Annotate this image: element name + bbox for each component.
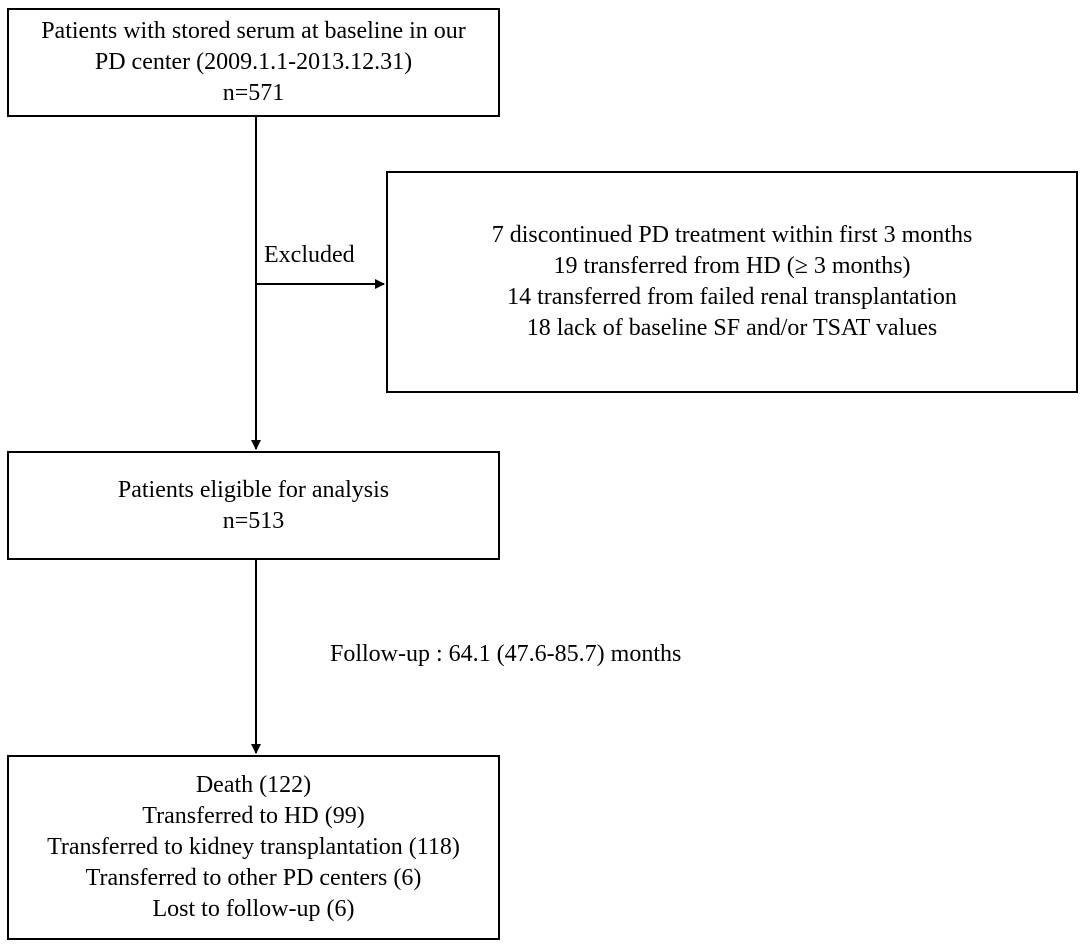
- box-text-line: Transferred to other PD centers (6): [85, 865, 422, 891]
- box-text-line: Patients with stored serum at baseline i…: [41, 18, 466, 44]
- excluded-label: Excluded: [264, 242, 355, 268]
- box-text-line: 14 transferred from failed renal transpl…: [507, 284, 957, 310]
- box-text-line: 18 lack of baseline SF and/or TSAT value…: [526, 315, 938, 341]
- box-text-line: Patients eligible for analysis: [117, 476, 390, 503]
- box-text-line: Lost to follow-up (6): [152, 896, 355, 922]
- box-text-line: 7 discontinued PD treatment within first…: [491, 222, 973, 248]
- box-text-line: PD center (2009.1.1-2013.12.31): [94, 49, 413, 75]
- followup-label: Follow-up : 64.1 (47.6-85.7) months: [330, 641, 682, 667]
- box-baseline-patients: Patients with stored serum at baseline i…: [7, 8, 500, 117]
- box-excluded-patients: 7 discontinued PD treatment within first…: [386, 171, 1078, 393]
- box-eligible-patients: Patients eligible for analysis n=513: [7, 451, 500, 560]
- box-text-line: Transferred to HD (99): [142, 803, 365, 829]
- box-text-line: Transferred to kidney transplantation (1…: [47, 834, 460, 860]
- box-text-line: Death (122): [195, 772, 312, 798]
- box-text-line: n=513: [222, 507, 285, 534]
- box-text-line: n=571: [222, 80, 285, 106]
- box-outcomes: Death (122) Transferred to HD (99) Trans…: [7, 755, 500, 940]
- box-text-line: 19 transferred from HD (≥ 3 months): [553, 253, 911, 279]
